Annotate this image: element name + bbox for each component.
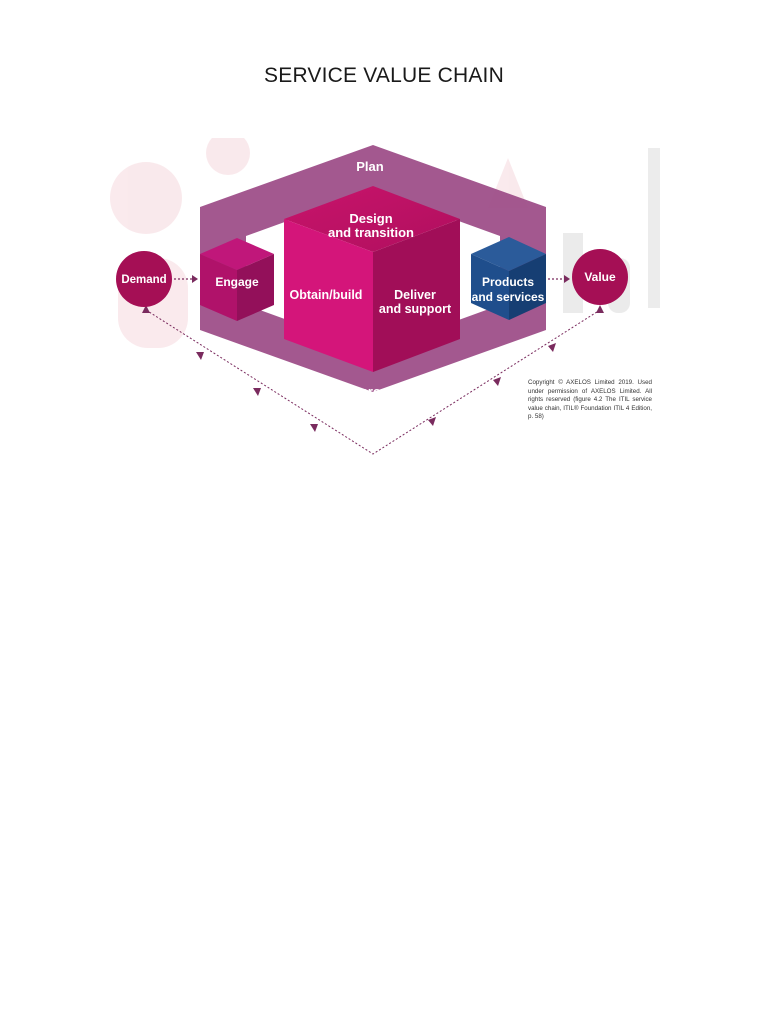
obtain-build-label: Obtain/build: [290, 288, 363, 302]
design-label-line1: Design: [349, 211, 392, 226]
engage-cube: Engage: [200, 238, 274, 321]
products-label-line1: Products: [482, 275, 534, 289]
arrow-right-icon: [174, 275, 198, 283]
engage-label: Engage: [215, 275, 259, 289]
feedback-loop-arrow: [145, 309, 601, 455]
improve-label: Improve: [345, 384, 396, 399]
design-label-line2: and transition: [328, 225, 414, 240]
page-title: SERVICE VALUE CHAIN: [264, 64, 504, 87]
arrow-right-icon: [548, 275, 570, 283]
products-services-cube: Products and services: [471, 237, 546, 320]
demand-label: Demand: [121, 274, 166, 286]
arrowhead-icon: [142, 305, 604, 432]
products-label-line2: and services: [472, 290, 545, 304]
value-label: Value: [584, 270, 616, 284]
demand-node: Demand: [116, 251, 172, 307]
service-value-chain-diagram: Plan Improve Engage Products and service…: [108, 138, 660, 460]
value-node: Value: [572, 249, 628, 305]
deliver-label-line2: and support: [379, 302, 452, 316]
plan-label: Plan: [356, 159, 384, 174]
copyright-note: Copyright © AXELOS Limited 2019. Used un…: [528, 379, 652, 421]
value-chain-cube: Design and transition Obtain/build Deliv…: [284, 186, 460, 372]
deliver-label-line1: Deliver: [394, 288, 436, 302]
